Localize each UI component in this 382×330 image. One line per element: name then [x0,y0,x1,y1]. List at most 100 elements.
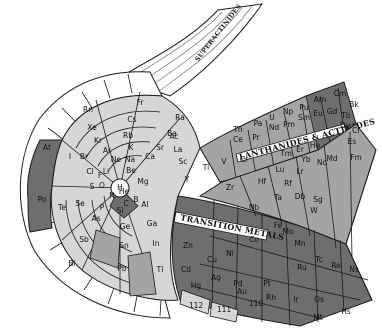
element-label-sg: Sg [313,195,323,204]
element-label-se: Se [75,199,85,208]
element-label-eu: Eu [313,109,323,118]
element-label-br: Br [80,152,89,161]
element-label-ac: Ac [169,132,178,141]
element-label-tm: Tm [279,149,292,158]
element-label-n: N [109,191,115,200]
element-label-lu: Lu [276,165,285,174]
element-label-na: Na [125,155,135,164]
element-label-os: Os [314,295,324,304]
element-label-ni: Ni [226,249,234,258]
element-label-ti: Ti [202,163,209,172]
element-label-pr: Pr [252,133,260,142]
element-label-dy: Dy [340,121,351,130]
element-label-ne: Ne [111,155,122,164]
element-label-th: Th [232,125,243,134]
element-label-sr: Sr [156,143,165,152]
element-label-u: U [269,113,275,122]
element-label-pm: Pm [283,120,295,129]
element-label-al: Al [141,200,148,209]
element-label-ge: Ge [120,222,131,231]
element-label-ru: Ru [297,263,307,272]
element-label-pu: Pu [299,103,308,112]
element-label-pt: Pt [263,279,271,288]
element-label-ho: Ho [310,141,321,150]
element-label-nb: Nb [249,203,260,212]
element-label-f: F [98,171,102,180]
element-label-te: Te [57,203,66,212]
element-label-kr: Kr [94,136,103,145]
element-label-ta: Ta [273,193,282,202]
element-label-fm: Fm [350,153,362,162]
element-label-he: He [119,187,130,196]
element-label-hg: Hg [191,281,202,290]
element-label-110: 110 [249,299,264,308]
element-label-y: Y [184,175,190,184]
element-label-cd: Cd [181,265,191,274]
element-label-nd: Nd [269,123,280,132]
element-label-zn: Zn [183,241,193,250]
element-label-ar: Ar [103,146,112,155]
element-label-pa: Pa [254,119,263,128]
element-label-au: Au [237,287,247,296]
element-label-cf: Cf [352,126,360,135]
element-label-mg: Mg [137,177,148,186]
element-label-p: P [100,203,105,212]
element-label-i: I [69,152,71,161]
element-label-ca: Ca [145,152,155,161]
element-label-cl: Cl [86,167,93,176]
element-label-b: B [133,195,138,204]
element-label-o: O [99,181,105,190]
element-label-si: Si [117,206,124,215]
element-label-mt: Mt [313,313,322,322]
element-label-sm: Sm [298,113,310,122]
element-label-li: Li [103,167,109,176]
element-label-ga: Ga [147,219,157,228]
element-label-at: At [43,143,51,152]
element-label-111: 111 [217,305,232,314]
element-label-db: Db [295,192,306,201]
element-label-sn: Sn [119,241,129,250]
element-label-sc: Sc [179,157,188,166]
element-label-bk: Bk [349,100,359,109]
element-label-ag: Ag [211,273,221,282]
element-label-tb: Tb [340,111,351,120]
element-label-co: Co [249,235,259,244]
element-label-in: In [153,239,160,248]
element-label-tl: Tl [156,265,164,274]
element-label-ns: Ns [349,265,359,274]
element-label-112: 112 [189,301,204,310]
element-label-sb: Sb [79,235,89,244]
element-label-c: C [123,199,128,208]
element-label-hf: Hf [258,177,267,186]
element-label-pb: Pb [117,264,127,273]
element-label-er: Er [296,145,305,154]
element-label-lr: Lr [296,167,304,176]
element-label-rb: Rb [123,131,133,140]
element-label-v: V [221,157,227,166]
element-label-np: Np [283,107,294,116]
element-label-fr: Fr [137,98,145,107]
element-label-md: Md [326,154,337,163]
element-label-gd: Gd [327,107,338,116]
element-label-cu: Cu [207,255,217,264]
element-label-cr: Cr [240,155,249,164]
element-label-rh: Rh [266,293,276,302]
element-label-rf: Rf [284,179,292,188]
element-label-tc: Tc [314,255,322,264]
element-label-po: Po [38,195,47,204]
element-label-zr: Zr [226,183,235,192]
element-label-rn: Rn [83,105,93,114]
element-label-xe: Xe [87,123,97,132]
element-label-mo: Mo [282,227,293,236]
element-label-w: W [310,206,318,215]
element-label-no: No [317,158,328,167]
element-label-yb: Yb [300,155,311,164]
element-label-hs: Hs [341,307,351,316]
element-label-ra: Ra [175,113,185,122]
element-label-fe: Fe [274,221,283,230]
element-label-be: Be [126,166,136,175]
element-label-re: Re [331,261,341,270]
element-label-la: La [174,145,183,154]
